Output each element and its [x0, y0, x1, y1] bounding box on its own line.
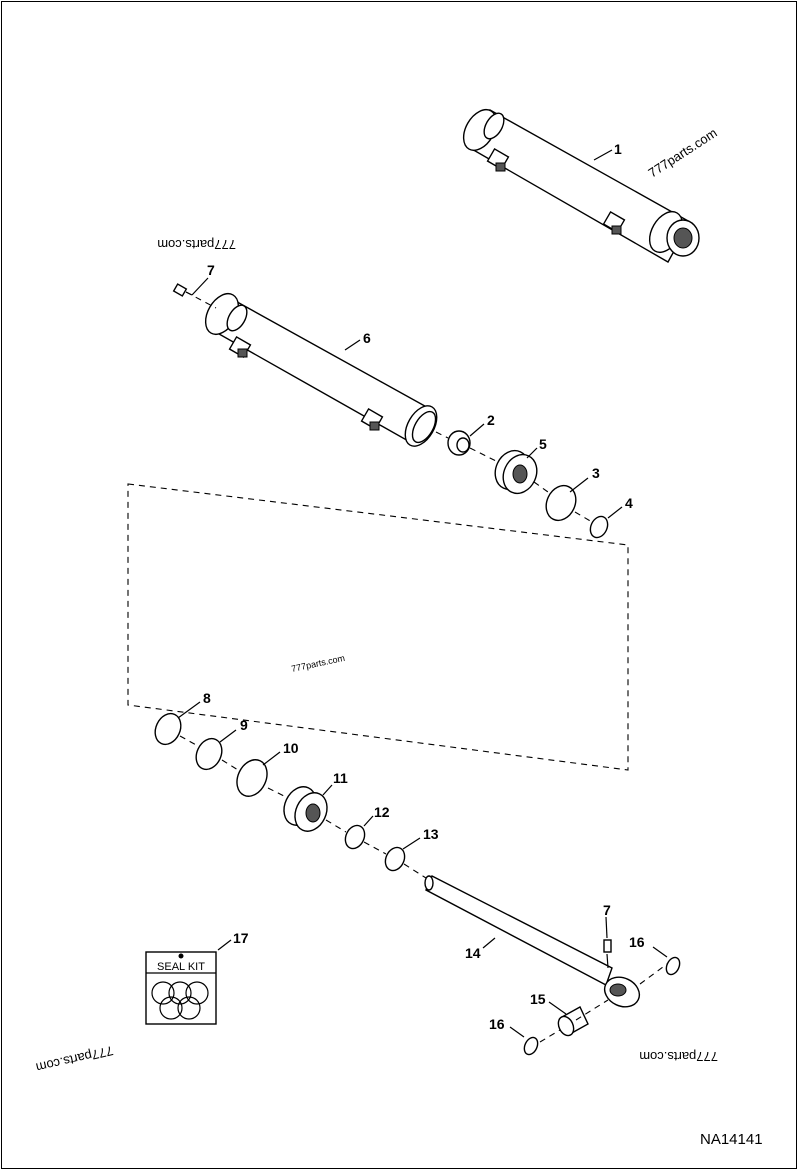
callout-16-right: 16	[629, 934, 645, 950]
drawing-code: NA14141	[700, 1131, 763, 1148]
callout-4: 4	[625, 495, 633, 511]
part-15-bushing[interactable]	[555, 1006, 589, 1038]
callout-14: 14	[465, 945, 481, 961]
part-9-ring[interactable]	[191, 734, 226, 773]
part-1-cylinder-assembly[interactable]	[457, 104, 700, 263]
part-16-ring-right[interactable]	[664, 955, 682, 976]
part-13-wiper[interactable]	[382, 844, 408, 873]
watermark-top-right: 777parts.com	[645, 125, 719, 180]
watermark-bottom-right: 777parts.com	[639, 1049, 718, 1064]
callout-2: 2	[487, 412, 495, 428]
callout-12: 12	[374, 804, 390, 820]
callout-7-lower: 7	[603, 902, 611, 918]
part-16-ring-left[interactable]	[522, 1035, 540, 1056]
part-14-rod[interactable]	[424, 875, 644, 1012]
dashed-grouping-outline	[127, 483, 629, 771]
callout-5: 5	[539, 436, 547, 452]
part-4-wear-ring[interactable]	[587, 514, 611, 541]
callout-16-left: 16	[489, 1016, 505, 1032]
watermark-top-left: 777parts.com	[157, 237, 236, 252]
part-6-barrel[interactable]	[199, 288, 443, 452]
part-17-seal-kit[interactable]: SEAL KIT	[145, 951, 217, 1025]
centerlines	[179, 291, 668, 1043]
callout-8: 8	[203, 690, 211, 706]
callout-7-upper: 7	[207, 262, 215, 278]
part-8-ring[interactable]	[150, 709, 185, 748]
part-11-gland[interactable]	[278, 782, 333, 837]
callout-1: 1	[614, 141, 622, 157]
part-12-rod-seal[interactable]	[342, 822, 368, 851]
seal-kit-label: SEAL KIT	[157, 961, 205, 973]
callout-11: 11	[333, 770, 348, 786]
part-7-grease-fitting-lower[interactable]	[603, 939, 612, 969]
callout-10: 10	[283, 740, 299, 756]
part-3-seal-ring[interactable]	[541, 481, 582, 525]
callout-15: 15	[530, 991, 546, 1007]
part-2-nut[interactable]	[447, 430, 471, 456]
callout-9: 9	[240, 717, 248, 733]
watermark-bottom-left: 777parts.com	[35, 1043, 115, 1075]
callout-13: 13	[423, 826, 439, 842]
callout-3: 3	[592, 465, 600, 481]
leader-lines	[177, 149, 668, 1038]
part-10-ring[interactable]	[231, 755, 272, 801]
watermark-center: 777parts.com	[290, 653, 345, 674]
part-5-piston[interactable]	[489, 445, 543, 499]
callout-6: 6	[363, 330, 371, 346]
callout-17: 17	[233, 930, 249, 946]
